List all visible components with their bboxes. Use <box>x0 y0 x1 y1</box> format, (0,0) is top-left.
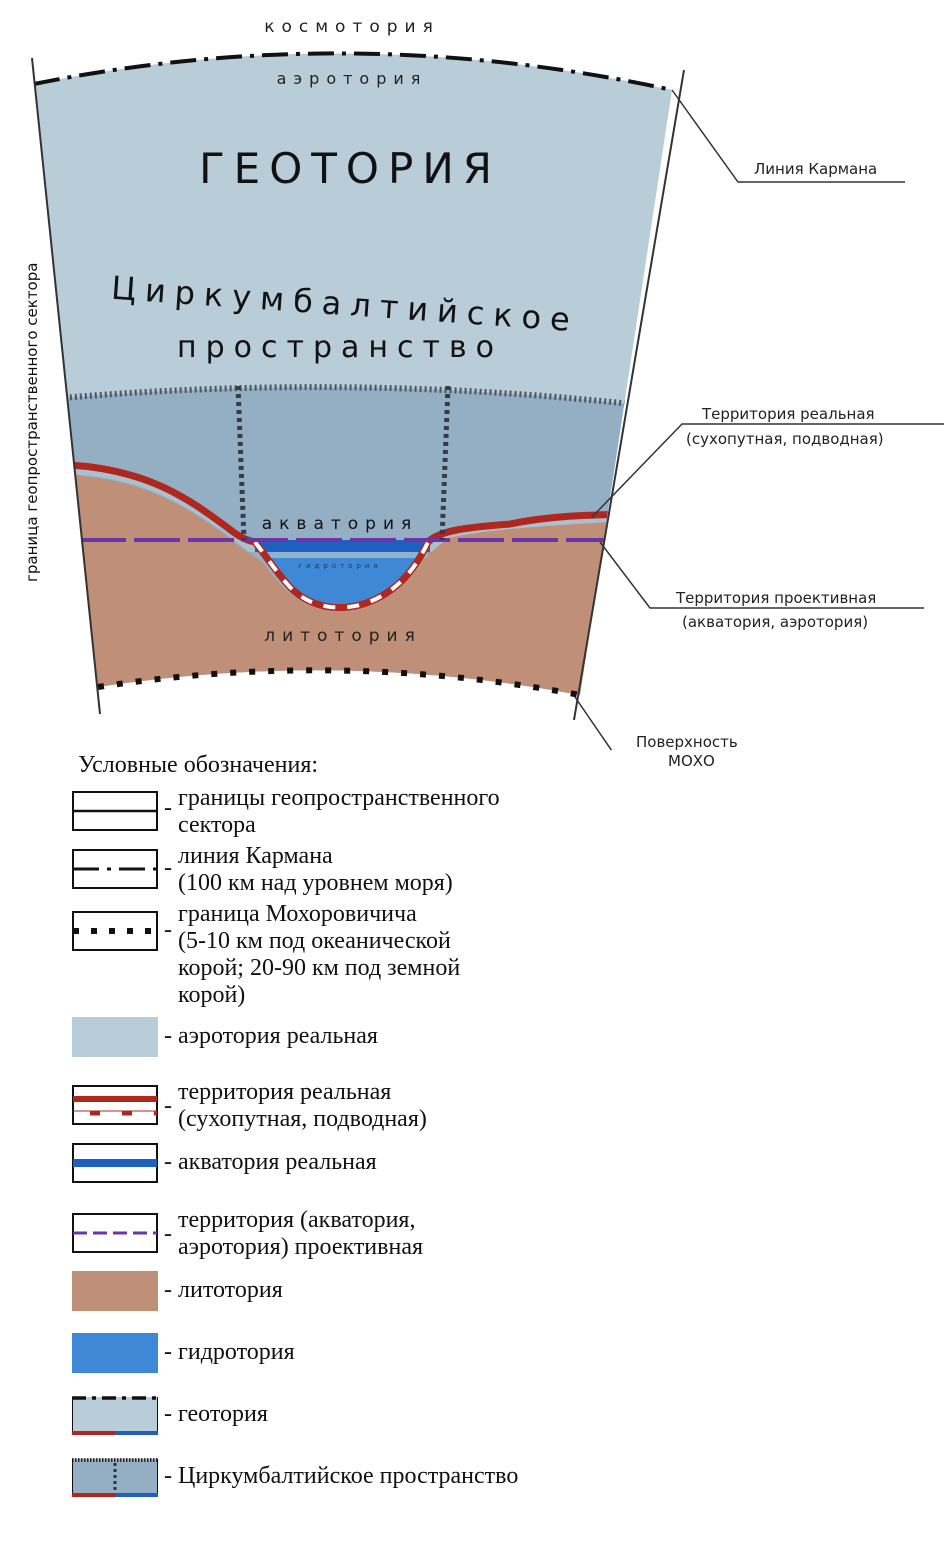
legend-text: границы геопространственного сектора <box>178 785 500 838</box>
legend-text: аэротория реальная <box>178 1023 378 1049</box>
territory-proj-callout-line2: (акватория, аэротория) <box>682 613 868 631</box>
territory-real-callout-line1: Территория реальная <box>701 405 875 423</box>
territory-real-callout-leader <box>591 423 944 518</box>
circumbaltic-boundary <box>39 384 641 408</box>
geotoria-label: ГЕОТОРИЯ <box>199 144 501 193</box>
legend-item-aerotoria-real: - аэротория реальная <box>72 1017 712 1079</box>
circumbaltic-inner-boundary-left <box>235 385 247 541</box>
legend-text: Циркумбалтийское пространство <box>178 1463 519 1489</box>
legend-text: территория реальная (сухопутная, подводн… <box>178 1079 427 1132</box>
legend-text: акватория реальная <box>178 1149 377 1175</box>
legend-separator: - <box>164 1339 172 1365</box>
legend: Условные обозначения: - границы геопрост… <box>72 752 712 1519</box>
circumbaltic-swatch-icon <box>72 1457 158 1497</box>
sector-boundary-left <box>31 57 101 715</box>
litotoria-swatch-icon <box>72 1271 158 1311</box>
sector-boundary-label: граница геопространственного сектора <box>23 263 41 582</box>
legend-separator: - <box>164 795 172 821</box>
legend-text: граница Мохоровичича (5-10 км под океани… <box>178 901 461 1008</box>
legend-separator: - <box>164 1093 172 1119</box>
akvatoria-label: акватория <box>262 514 419 534</box>
karman-line-swatch-icon <box>72 849 158 889</box>
moho-boundary-swatch-icon <box>72 911 158 951</box>
territory-proj-callout-line1: Территория проективная <box>675 589 876 607</box>
litotoria-label: литотория <box>264 626 422 646</box>
legend-item-litotoria: - литотория <box>72 1271 712 1333</box>
moho-callout-line2-wrap: МОХО <box>668 752 715 770</box>
akvatoria-real-swatch-icon <box>72 1143 158 1183</box>
legend-text: территория (акватория, аэротория) проект… <box>178 1207 424 1260</box>
legend-item-moho-boundary: - граница Мохоровичича (5-10 км под океа… <box>72 901 712 1017</box>
legend-item-geotoria: - геотория <box>72 1395 712 1457</box>
legend-item-gidrotoria: - гидротория <box>72 1333 712 1395</box>
karman-callout-leader <box>671 89 905 183</box>
legend-title: Условные обозначения: <box>78 752 319 778</box>
legend-item-karman-line: - линия Кармана (100 км над уровнем моря… <box>72 843 712 901</box>
moho-callout-leader <box>574 696 613 750</box>
moho-callout-line1: Поверхность <box>636 733 738 750</box>
moho-callout-line2: МОХО <box>668 752 715 770</box>
legend-item-territory-projective: - территория (акватория, аэротория) прое… <box>72 1207 712 1271</box>
legend-text: гидротория <box>178 1339 295 1365</box>
territory-real-land-right <box>425 510 641 545</box>
legend-text: литотория <box>178 1277 283 1303</box>
geotoria-swatch-icon <box>72 1395 158 1435</box>
legend-separator: - <box>164 855 172 881</box>
legend-item-territory-real: - территория реальная (сухопутная, подво… <box>72 1079 712 1143</box>
kosmotoria-label: космотория <box>264 17 440 37</box>
legend-text: линия Кармана (100 км над уровнем моря) <box>178 843 453 896</box>
legend-separator: - <box>164 917 172 943</box>
legend-separator: - <box>164 1401 172 1427</box>
legend-separator: - <box>164 1277 172 1303</box>
circumbaltic-label-line2: пространство <box>177 330 503 365</box>
aerotoria-label: аэротория <box>277 69 428 88</box>
sector-boundary-right <box>573 69 685 721</box>
legend-separator: - <box>164 1221 172 1247</box>
territory-projective-swatch-icon <box>72 1213 158 1253</box>
legend-separator: - <box>164 1149 172 1175</box>
legend-text: геотория <box>178 1401 268 1427</box>
legend-separator: - <box>164 1023 172 1049</box>
akvatoria-real-band <box>255 540 430 552</box>
aerotoria-real-swatch-icon <box>72 1017 158 1057</box>
legend-item-akvatoria-real: - акватория реальная <box>72 1143 712 1207</box>
karman-callout: Линия Кармана <box>754 160 877 178</box>
territory-real-callout-line2: (сухопутная, подводная) <box>686 430 884 448</box>
circumbaltic-inner-boundary-right <box>439 385 451 541</box>
territory-proj-callout-leader <box>599 541 924 609</box>
akvatoria-inner-band <box>258 552 428 558</box>
sector-boundary-swatch-icon <box>72 791 158 831</box>
gidrotoria-label: гидротория <box>298 562 381 570</box>
territory-real-swatch-icon <box>72 1085 158 1125</box>
legend-item-circumbaltic: - Циркумбалтийское пространство <box>72 1457 712 1519</box>
legend-item-sector-boundary: - границы геопространственного сектора <box>72 785 712 843</box>
geospatial-sector-diagram: космотория аэротория ГЕОТОРИЯ Циркумбалт… <box>23 17 944 750</box>
legend-separator: - <box>164 1463 172 1489</box>
gidrotoria-swatch-icon <box>72 1333 158 1373</box>
